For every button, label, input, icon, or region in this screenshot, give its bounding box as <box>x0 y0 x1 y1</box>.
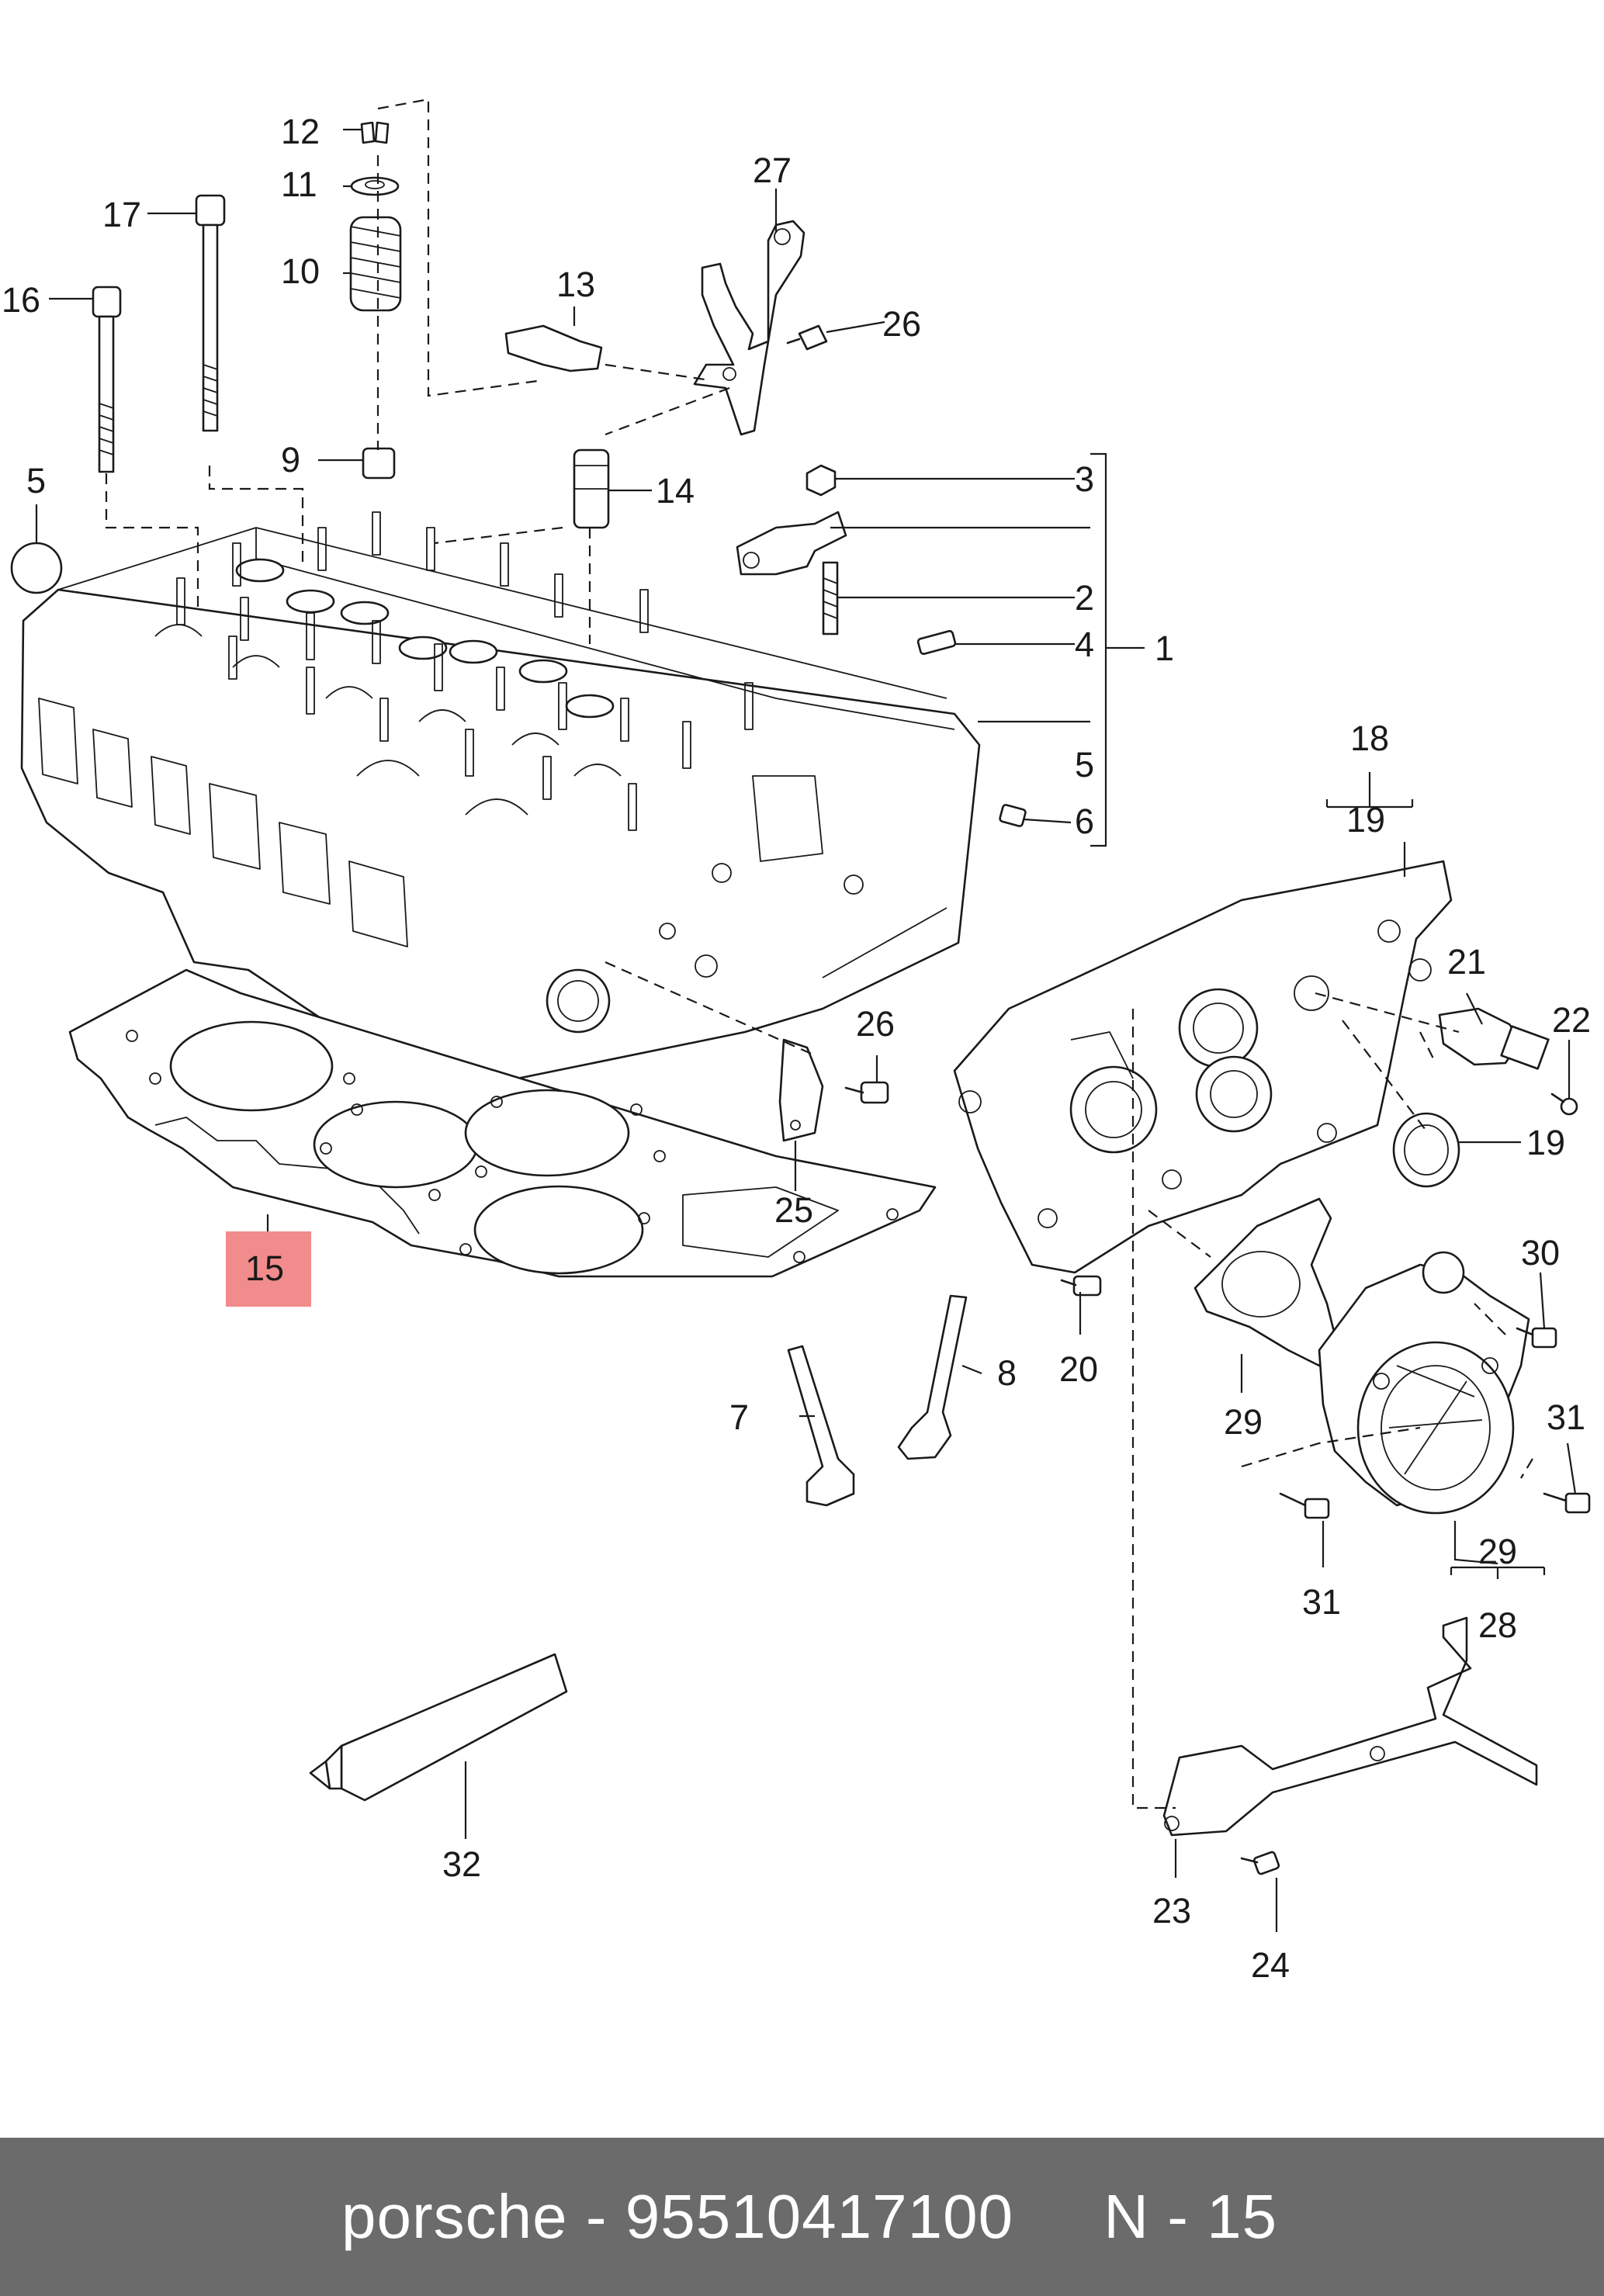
bracket-bolt <box>1240 1851 1280 1875</box>
seal-ring <box>1392 1112 1460 1188</box>
callout-4: 4 <box>1075 625 1094 664</box>
callout-13: 13 <box>556 265 595 304</box>
callout-5: 5 <box>1075 745 1094 784</box>
callout-8: 8 <box>997 1353 1017 1393</box>
callout-19-lower: 19 <box>1526 1123 1565 1162</box>
head-gasket <box>68 968 937 1278</box>
leader-lines <box>35 98 1577 1932</box>
callout-21: 21 <box>1447 942 1486 982</box>
callout-28: 28 <box>1478 1605 1517 1645</box>
pump-gasket <box>1193 1197 1336 1367</box>
callout-26-lower: 26 <box>856 1004 895 1044</box>
valve-stem-seal <box>362 447 396 480</box>
dowel-sleeve <box>999 804 1027 827</box>
pump-bolt-31-left <box>1279 1492 1330 1519</box>
callout-16: 16 <box>2 280 40 320</box>
part-15-highlight <box>226 1231 311 1307</box>
callout-30: 30 <box>1521 1233 1560 1273</box>
callout-25: 25 <box>774 1190 813 1230</box>
callout-6: 6 <box>1075 802 1094 841</box>
callout-20: 20 <box>1059 1349 1098 1389</box>
callout-31-left: 31 <box>1302 1582 1341 1622</box>
small-bracket <box>778 1038 824 1142</box>
callout-labels: 12 11 10 9 17 16 5 13 14 27 26 3 2 4 1 5… <box>2 112 1591 1985</box>
callout-26-upper: 26 <box>882 304 921 344</box>
bolt-lower <box>844 1081 889 1104</box>
callout-29-pump: 29 <box>1478 1532 1517 1571</box>
callout-2: 2 <box>1075 578 1094 618</box>
timing-cover <box>953 860 1453 1274</box>
stud-long <box>822 561 839 635</box>
bracket-bolt-upper <box>786 324 828 351</box>
callout-15: 15 <box>245 1248 284 1288</box>
footer-caption: porsche - 95510417100 N - 15 <box>341 2182 1278 2251</box>
rocker-arm <box>504 324 603 372</box>
callout-12: 12 <box>281 112 320 151</box>
callout-29-gasket: 29 <box>1224 1402 1263 1442</box>
callout-5-plug: 5 <box>26 461 46 500</box>
callout-17: 17 <box>102 195 141 234</box>
cam-bearing-bridge <box>736 511 847 576</box>
hydraulic-lifter <box>573 448 610 529</box>
vacuum-pump <box>1318 1251 1530 1515</box>
valve-keepers <box>360 121 390 144</box>
intake-valve <box>787 1345 855 1507</box>
camshaft-sensor <box>1438 1007 1550 1070</box>
callout-7: 7 <box>729 1397 749 1437</box>
oil-pipe-bracket <box>693 220 805 436</box>
head-bolt-long <box>195 194 226 432</box>
callout-11: 11 <box>281 164 317 204</box>
hex-nut <box>805 464 837 497</box>
footer-bar: porsche - 95510417100 N - 15 <box>0 2138 1604 2296</box>
callout-1: 1 <box>1155 629 1174 668</box>
exploded-parts-diagram: 12 11 10 9 17 16 5 13 14 27 26 3 2 4 1 5… <box>2 98 1591 1985</box>
callout-22: 22 <box>1552 1000 1591 1040</box>
cylinder-head <box>20 511 981 1103</box>
head-bolt-short <box>92 286 122 473</box>
callout-19-upper: 19 <box>1346 800 1385 840</box>
callout-18: 18 <box>1350 719 1389 758</box>
cover-bolt <box>1060 1275 1102 1297</box>
exhaust-valve <box>897 1294 968 1460</box>
callout-24: 24 <box>1251 1945 1290 1985</box>
callout-10: 10 <box>281 251 320 291</box>
callout-23: 23 <box>1152 1891 1191 1931</box>
sensor-bolt <box>1550 1093 1578 1116</box>
pump-bolt-31-right <box>1543 1492 1591 1514</box>
sealant-tube <box>309 1653 568 1802</box>
callout-32: 32 <box>442 1844 481 1884</box>
stud-short <box>916 629 957 656</box>
callout-27: 27 <box>753 151 792 190</box>
callout-9: 9 <box>281 440 300 480</box>
callout-3: 3 <box>1075 459 1094 499</box>
sealing-plug <box>10 542 63 594</box>
callout-14: 14 <box>656 471 695 511</box>
mounting-bracket <box>1162 1616 1538 1837</box>
spring-retainer <box>350 176 400 196</box>
callout-31-right: 31 <box>1547 1397 1585 1437</box>
valve-spring <box>349 216 402 312</box>
